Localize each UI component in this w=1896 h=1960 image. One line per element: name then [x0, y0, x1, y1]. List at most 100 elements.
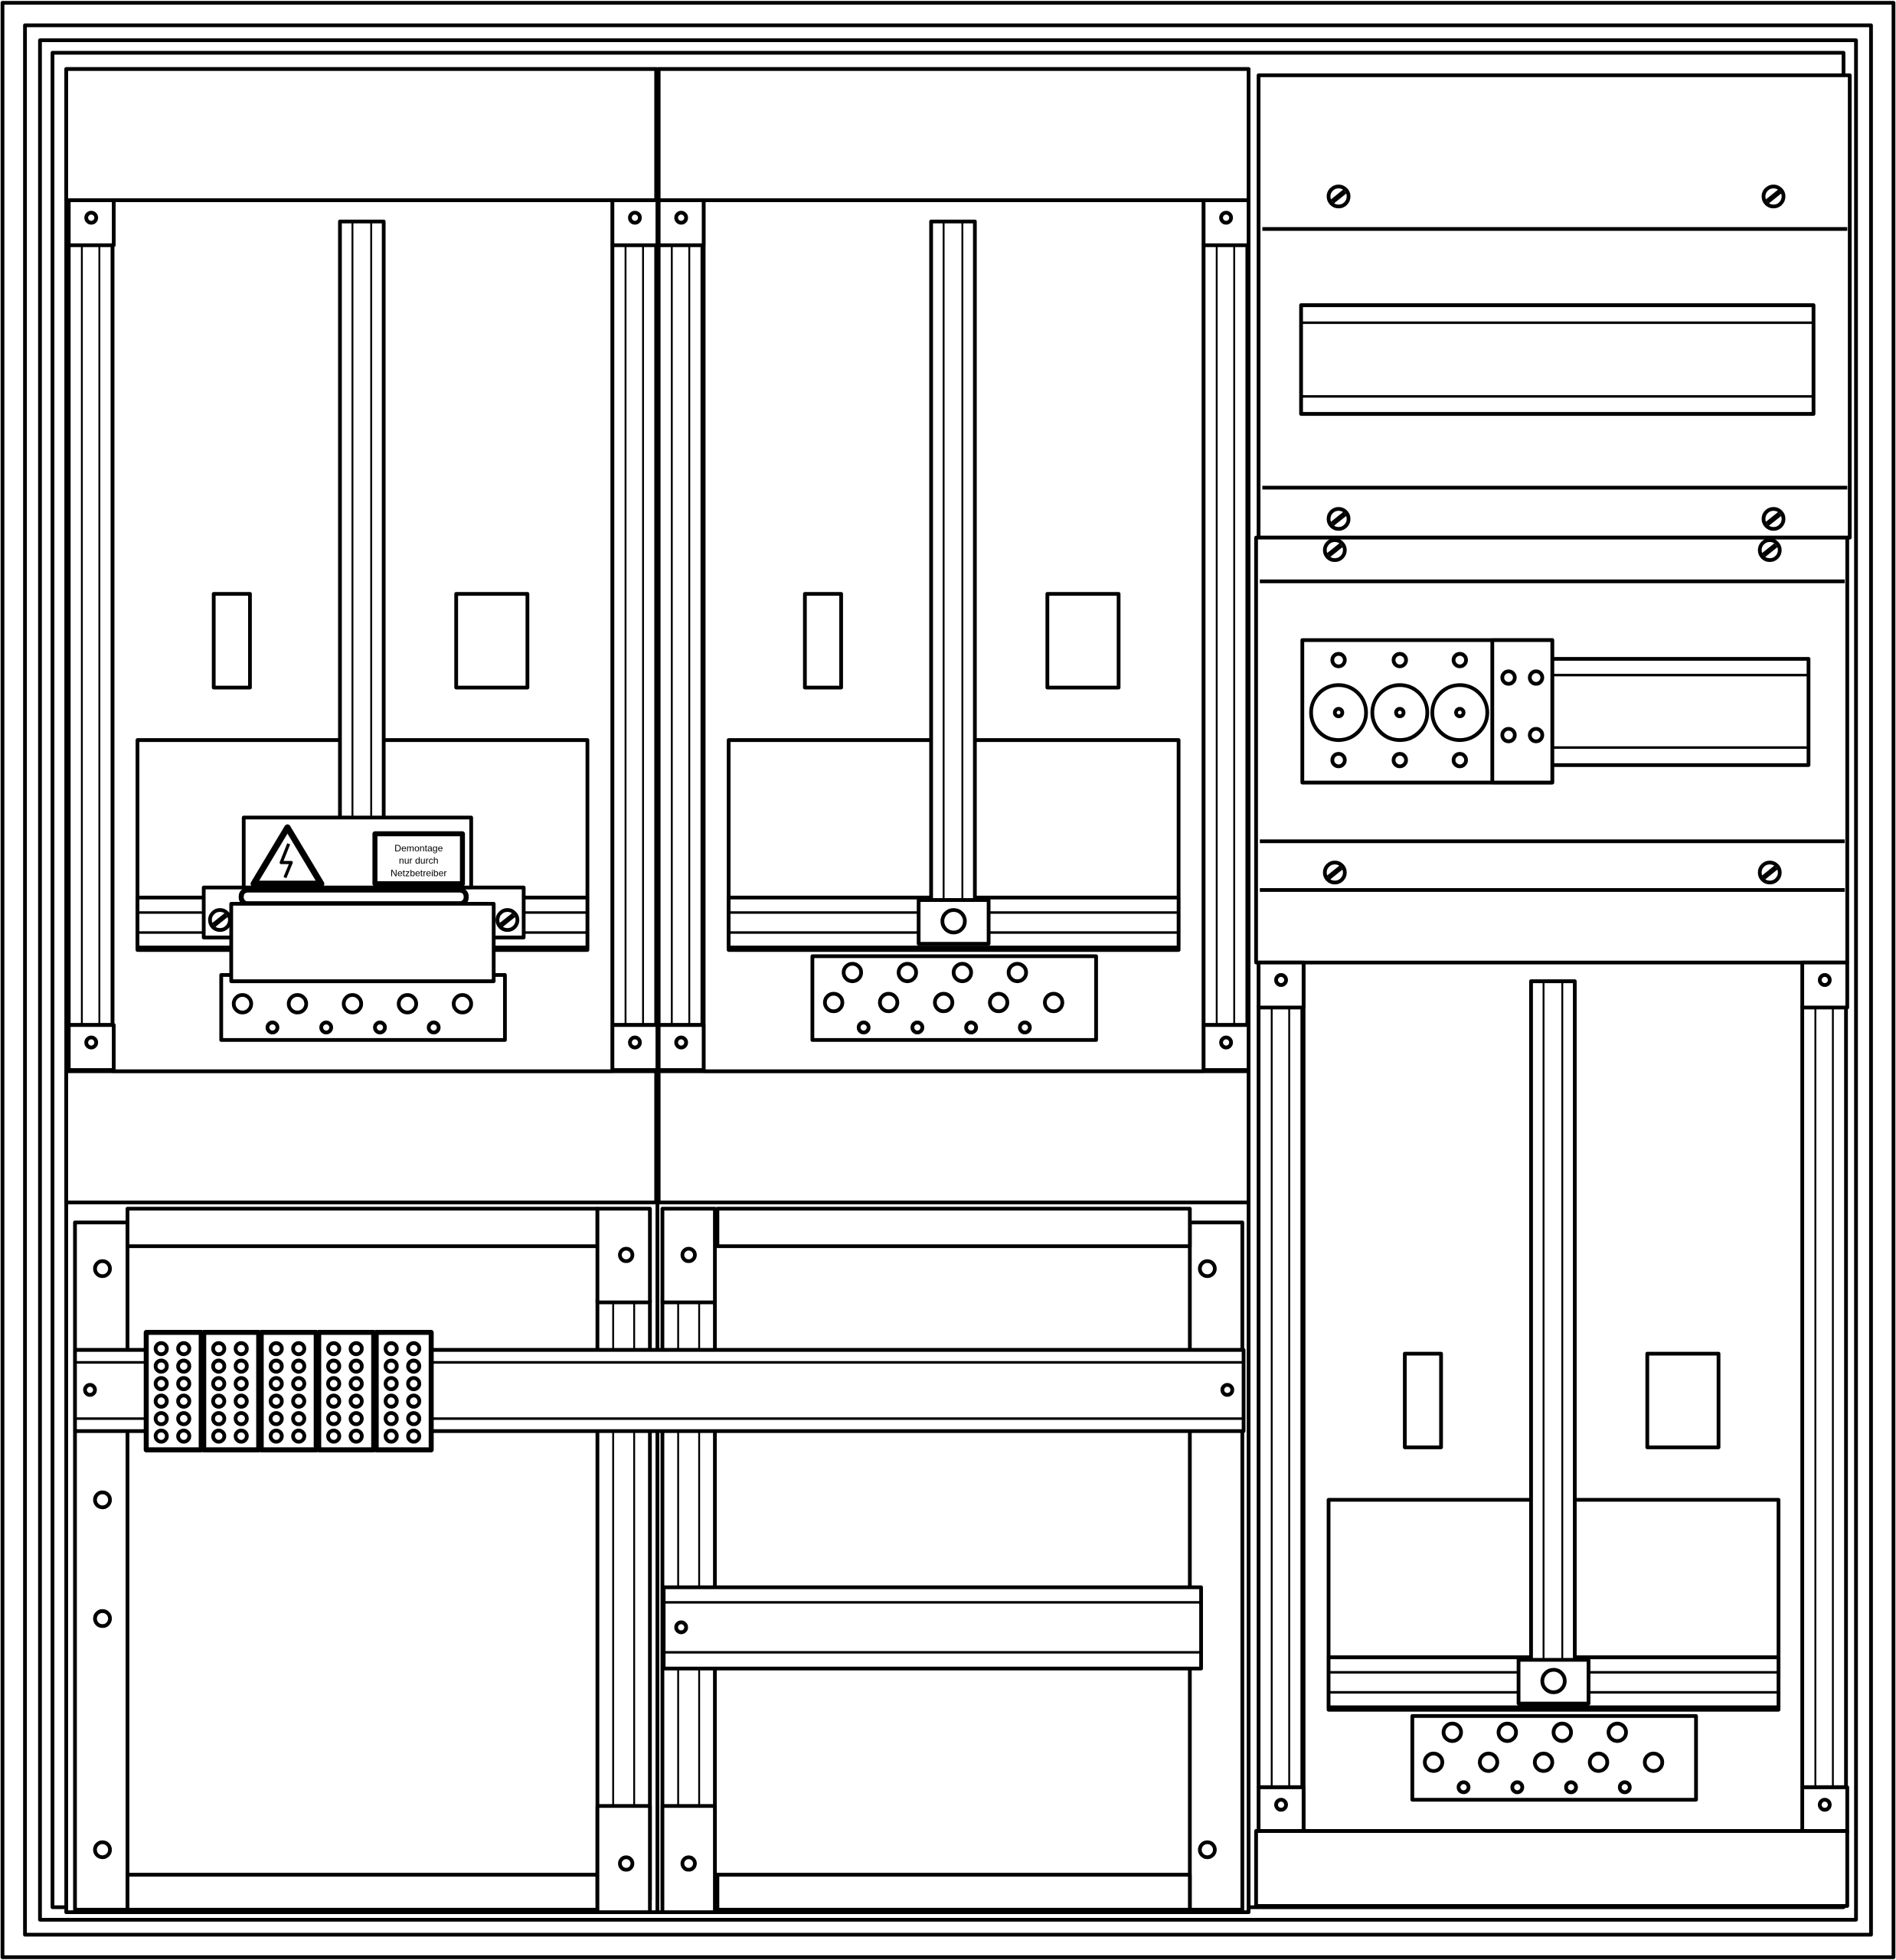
terminal-screw	[319, 1021, 333, 1034]
terminal-hole	[1451, 652, 1468, 668]
terminal-hole	[291, 1393, 306, 1409]
vertical-mounting-rail	[1800, 1004, 1849, 1789]
mount-hole	[1817, 973, 1832, 987]
terminal-hole	[268, 1428, 284, 1444]
terminal-hole	[406, 1376, 422, 1391]
mount-hole	[1198, 1840, 1217, 1860]
vertical-mounting-rail	[1201, 242, 1250, 1027]
screw-slot	[1765, 511, 1782, 526]
terminal-center	[1394, 707, 1406, 719]
terminal-hole	[231, 993, 253, 1014]
terminal-screw	[1564, 1780, 1578, 1795]
mount-hole	[93, 1259, 113, 1279]
corner-mounting-tab	[1800, 960, 1849, 1010]
terminal-hole	[176, 1428, 191, 1444]
secondary-din-rail	[662, 1585, 1203, 1671]
bottom-rail-br	[715, 1873, 1192, 1912]
mid-cover-1	[64, 1069, 659, 1204]
screw-slot	[1761, 865, 1778, 880]
terminal-hole	[291, 1376, 306, 1391]
vertical-mounting-rail	[1257, 1004, 1305, 1789]
mount-hole	[84, 211, 99, 225]
terminal-hole	[1391, 652, 1408, 668]
mount-hole	[674, 211, 688, 225]
mount-hole	[1198, 1259, 1217, 1279]
terminal-hole	[176, 1341, 191, 1357]
mount-hole	[628, 1035, 642, 1050]
terminal-hole	[384, 1411, 399, 1426]
terminal-hole	[988, 991, 1009, 1014]
terminal-hole	[397, 993, 418, 1014]
terminal-hole	[325, 1358, 342, 1374]
mount-hole	[84, 1035, 99, 1050]
terminal-hole	[291, 1358, 306, 1374]
top-rail-br	[715, 1207, 1192, 1249]
terminal-hole	[234, 1393, 249, 1409]
terminal-hole	[268, 1358, 284, 1374]
meter-support-rail	[1528, 979, 1577, 1662]
terminal-hole	[1423, 1751, 1444, 1773]
terminal-center	[1454, 707, 1466, 719]
terminal-hole	[1496, 1721, 1518, 1743]
meter-support-rail	[338, 219, 386, 824]
warning-label-line1: Demontage	[394, 843, 443, 854]
mount-hole	[1219, 211, 1234, 225]
terminal-connector	[1490, 638, 1554, 785]
terminal-hole	[291, 1428, 306, 1444]
terminal-screw	[1456, 1780, 1471, 1795]
terminal-hole	[211, 1393, 227, 1409]
terminal-hole	[1587, 1751, 1610, 1773]
terminal-hole	[325, 1341, 342, 1357]
terminal-hole	[1643, 1751, 1665, 1773]
terminal-hole	[1551, 1721, 1574, 1743]
terminal-hole	[176, 1411, 191, 1426]
terminal-hole	[176, 1393, 191, 1409]
terminal-hole	[348, 1341, 364, 1357]
bottom-cover-right	[1254, 1829, 1849, 1908]
terminal-hole	[384, 1341, 399, 1357]
terminal-hole	[878, 991, 900, 1014]
terminal-hole	[406, 1411, 422, 1426]
terminal-screw	[856, 1021, 871, 1034]
terminal-hole	[348, 1376, 364, 1391]
terminal-hole	[1500, 669, 1517, 686]
terminal-hole	[211, 1341, 227, 1357]
mount-hole	[618, 1246, 635, 1263]
terminal-hole	[325, 1376, 342, 1391]
terminal-hole	[153, 1428, 169, 1444]
mount-hole	[1219, 1035, 1234, 1050]
mount-hole	[680, 1855, 697, 1872]
terminal-hole	[1607, 1721, 1628, 1743]
terminal-hole	[342, 993, 364, 1014]
terminal-hole	[1391, 752, 1408, 769]
terminal-hole	[1006, 962, 1028, 984]
terminal-hole	[951, 962, 973, 984]
terminal-center	[1332, 707, 1345, 719]
mount-hole	[93, 1840, 113, 1860]
screw-slot	[1330, 511, 1347, 526]
terminal-hole	[933, 991, 955, 1014]
terminal-hole	[153, 1376, 169, 1391]
mount-hole	[680, 1246, 697, 1263]
terminal-hole	[268, 1376, 284, 1391]
top-cover-1	[64, 67, 659, 202]
terminal-hole	[1330, 652, 1347, 668]
top-rail-bl	[126, 1207, 600, 1249]
terminal-hole	[452, 993, 473, 1014]
terminal-hole	[211, 1411, 227, 1426]
terminal-hole	[268, 1341, 284, 1357]
terminal-hole	[384, 1428, 399, 1444]
terminal-hole	[348, 1358, 364, 1374]
terminal-hole	[325, 1411, 342, 1426]
warning-label-line2: nur durch	[399, 855, 439, 866]
terminal-hole	[153, 1358, 169, 1374]
terminal-hole	[286, 993, 309, 1014]
terminal-screw	[910, 1021, 924, 1034]
screw-slot	[499, 913, 515, 927]
terminal-hole	[234, 1428, 249, 1444]
terminal-hole	[234, 1358, 249, 1374]
terminal-screw	[1617, 1780, 1632, 1795]
terminal-hole	[268, 1411, 284, 1426]
mid-cover-2	[656, 1069, 1250, 1204]
terminal-hole	[384, 1358, 399, 1374]
